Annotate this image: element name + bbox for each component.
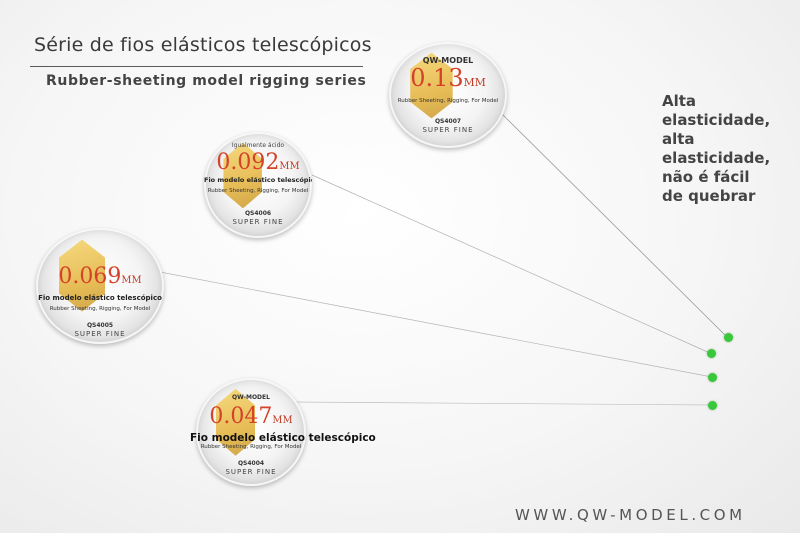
spool-top-note: Igualmente ácido [231, 142, 285, 149]
feature-note-line: elasticidade, [662, 149, 771, 167]
spool-size: 0.13MM [410, 64, 486, 92]
spool-brand: QW-MODEL [232, 394, 270, 401]
hex-badge-icon [59, 239, 106, 312]
feature-note-line: alta [662, 130, 695, 148]
spool-code: QS4004 [237, 460, 265, 467]
thread-end-dot [724, 333, 733, 342]
thread-end-dot [707, 349, 716, 358]
title-divider [30, 66, 363, 67]
spool-brand: QW-MODEL [422, 56, 474, 65]
spool-code: QS4005 [86, 322, 114, 329]
page-subtitle: Rubber-sheeting model rigging series [46, 73, 367, 89]
spool-size: 0.069MM [58, 264, 142, 289]
spool-code: QS4007 [434, 118, 462, 125]
spool-0092: Igualmente ácido 0.092MM Fio modelo elás… [204, 132, 312, 238]
spool-caption: Fio modelo elástico telescópico [38, 294, 162, 302]
feature-note-line: Alta [662, 92, 697, 110]
spool-size: 0.047MM [209, 404, 293, 429]
website-url: WWW.QW-MODEL.COM [515, 506, 746, 524]
hex-badge-icon [223, 142, 263, 209]
spool-0069: 0.069MM Fio modelo elástico telescópico … [36, 228, 164, 344]
spool-fine-print: Rubber Sheeting, Rigging, For Model [200, 444, 302, 450]
thread-0069 [159, 271, 713, 378]
thread-0047 [289, 401, 713, 406]
page-title: Série de fios elásticos telescópicos [34, 34, 372, 56]
hex-badge-icon [410, 52, 453, 119]
spool-fine-print: Rubber Sheeting, Rigging, For Model [207, 188, 309, 194]
spool-size: 0.092MM [216, 150, 300, 175]
feature-note-line: de quebrar [662, 187, 756, 205]
spool-series: SUPER FINE [225, 468, 277, 476]
spool-fine-print: Rubber Sheeting, Rigging, For Model [397, 98, 499, 104]
feature-note-line: elasticidade, [662, 111, 771, 129]
thread-end-dot [708, 373, 717, 382]
thread-end-dot [708, 401, 717, 410]
spool-series: SUPER FINE [422, 126, 474, 134]
spool-code: QS4006 [244, 210, 272, 217]
spool-series: SUPER FINE [74, 330, 126, 338]
feature-note: Alta elasticidade, alta elasticidade, nã… [662, 92, 792, 206]
spool-0047-caption: Fio modelo elástico telescópico [190, 432, 376, 444]
spool-fine-print: Rubber Sheeting, Rigging, For Model [49, 306, 151, 312]
thread-013 [499, 111, 728, 338]
spool-0047: QW-MODEL 0.047MM Rubber Sheeting, Riggin… [196, 378, 306, 486]
feature-note-line: não é fácil [662, 168, 750, 186]
spool-013: QW-MODEL 0.13MM Rubber Sheeting, Rigging… [389, 42, 507, 148]
thread-0092 [311, 174, 713, 355]
spool-caption: Fio modelo elástico telescópico [204, 176, 312, 184]
spool-series: SUPER FINE [232, 218, 284, 226]
